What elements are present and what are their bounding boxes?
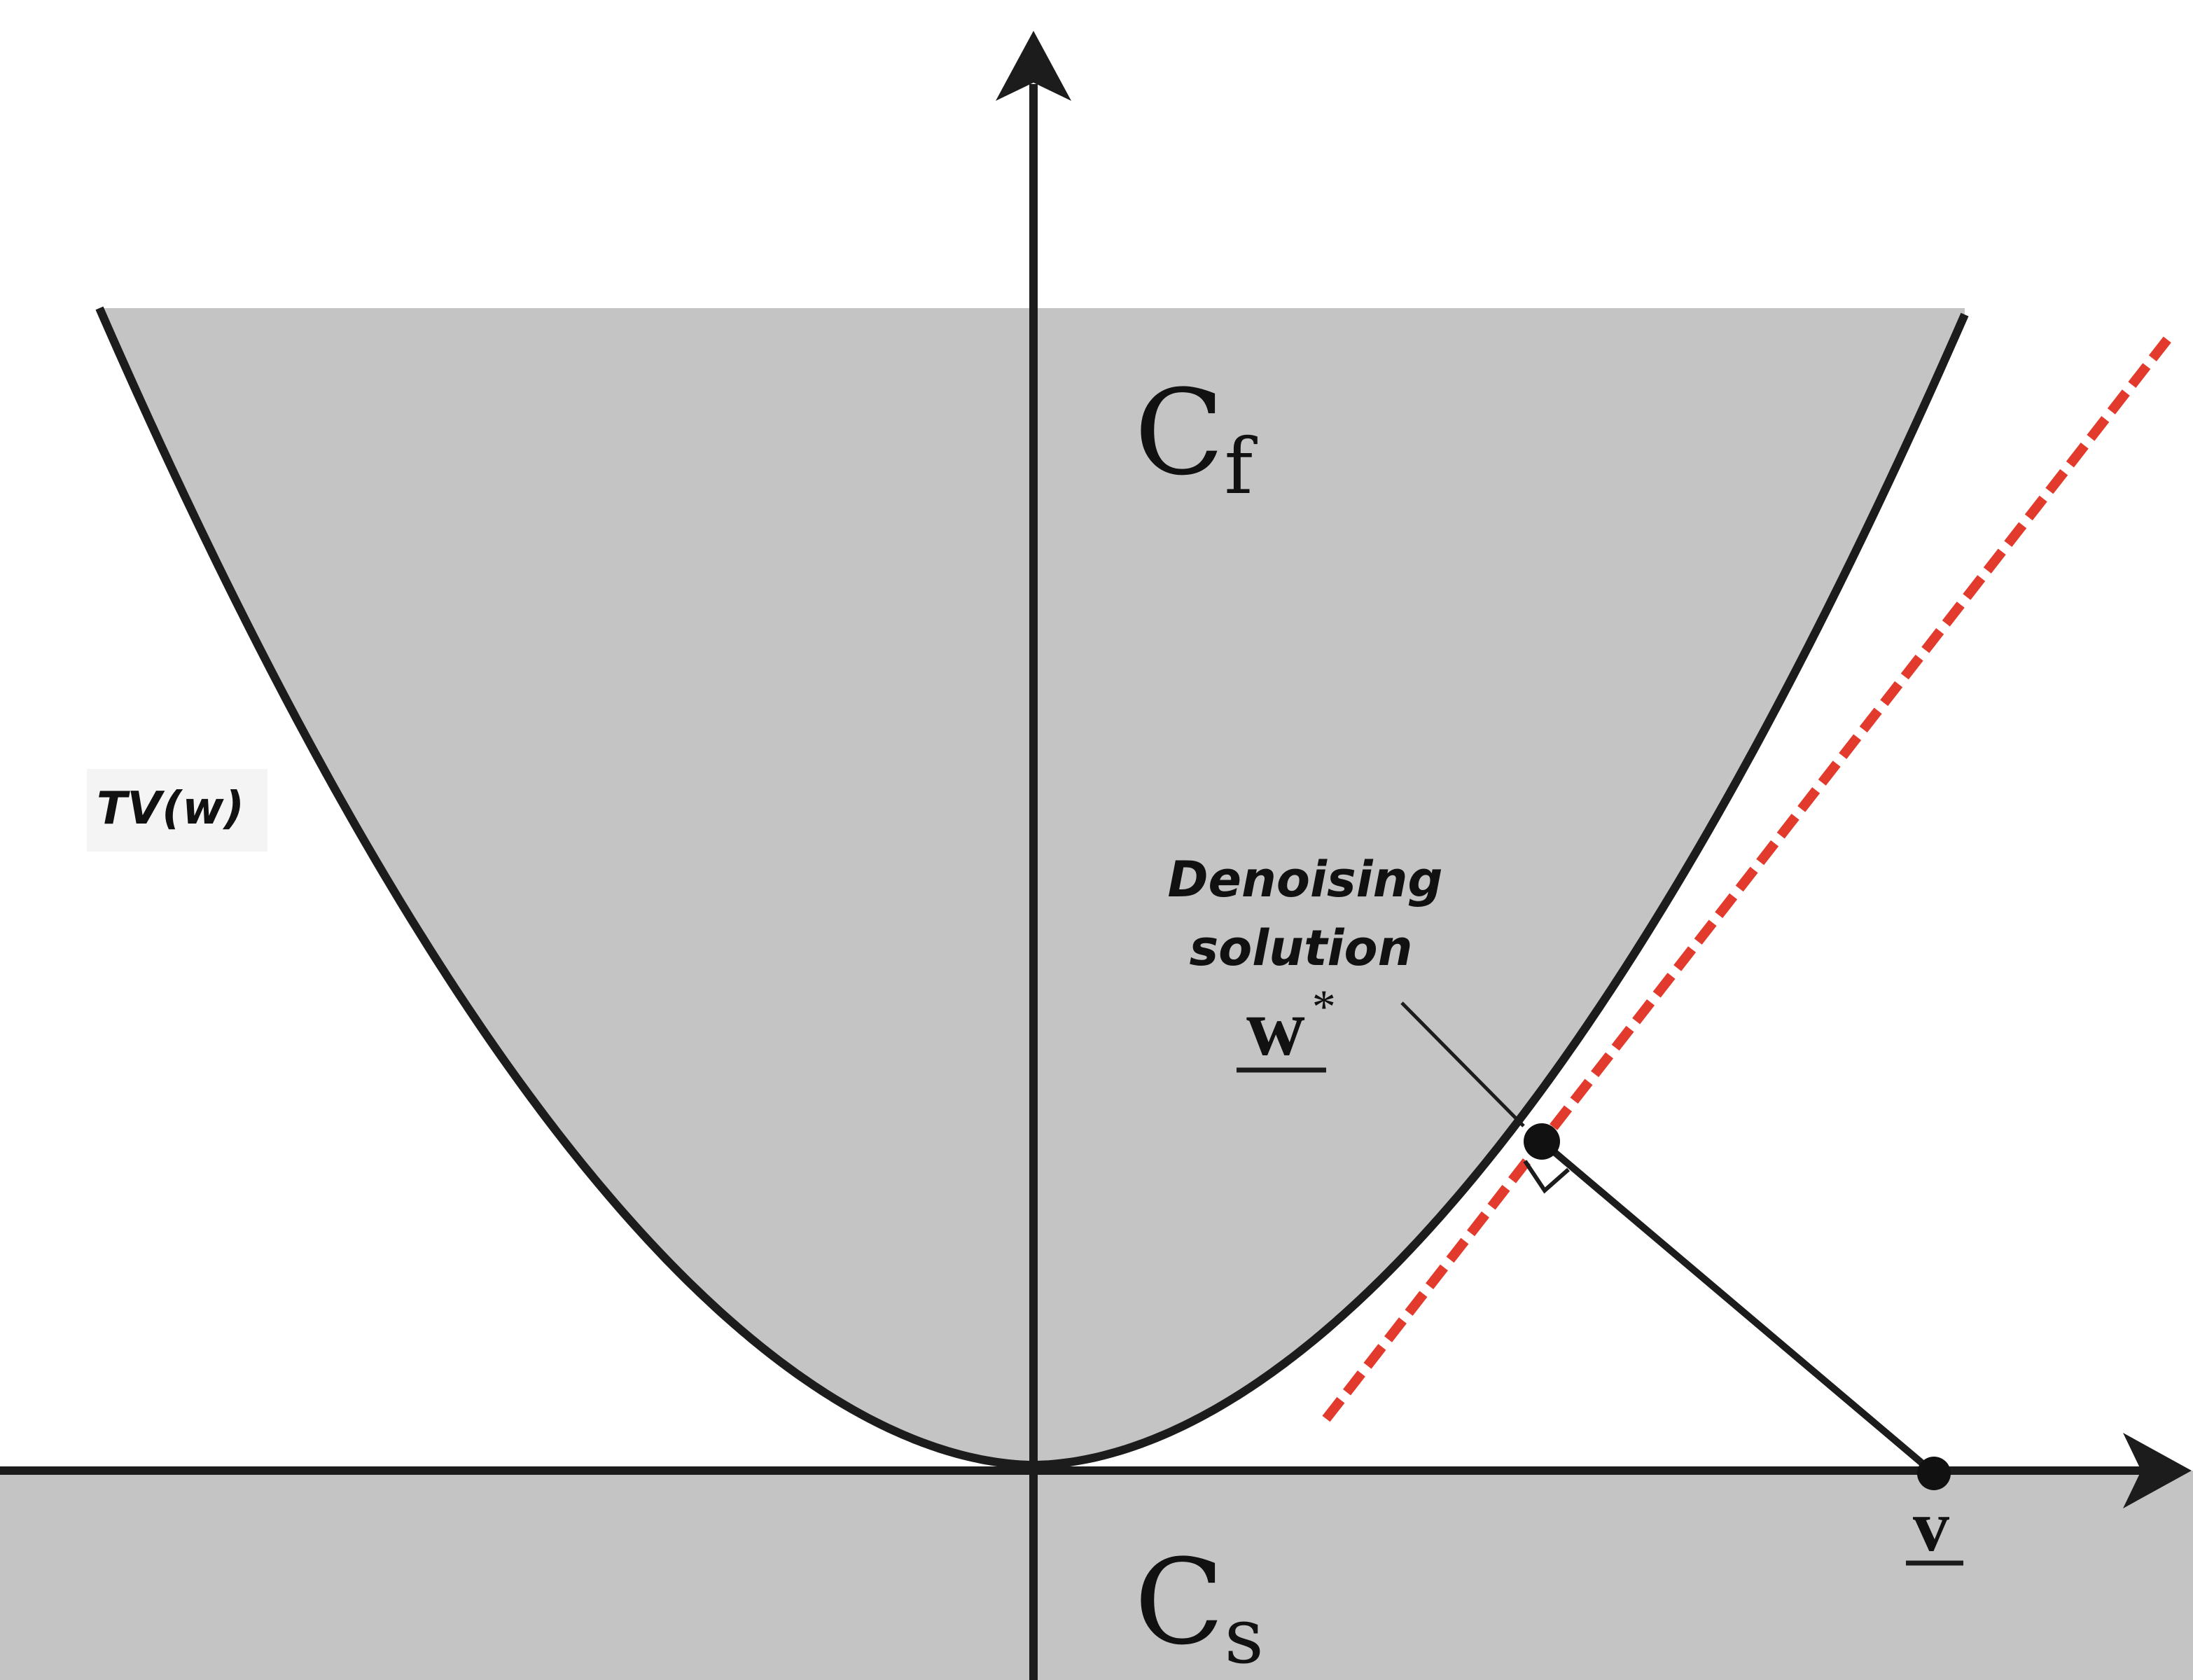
annotation-leader-line (1400, 1001, 1525, 1127)
projection-line (1539, 1139, 1935, 1475)
input-vector-label: v (1913, 1486, 1949, 1567)
tangent-line (1322, 335, 2172, 1422)
feasible-set-label: Cf (1134, 364, 1258, 511)
annotation-line-2: solution (1190, 919, 1413, 977)
right-angle-marker (1523, 1160, 1570, 1194)
horizontal-axis-arrow-icon (2123, 1433, 2192, 1508)
function-label-backdrop (87, 769, 267, 852)
constraint-set-region (0, 1471, 2193, 1680)
vertical-axis-arrow-icon (996, 31, 1071, 101)
input-point (1917, 1457, 1951, 1490)
solution-vector-label: w* (1246, 980, 1336, 1073)
annotation-line-1: Denoising (1167, 851, 1442, 908)
function-label: TV(w) (97, 783, 244, 835)
constraint-set-label: Cs (1134, 1534, 1264, 1680)
solution-point (1524, 1123, 1560, 1160)
